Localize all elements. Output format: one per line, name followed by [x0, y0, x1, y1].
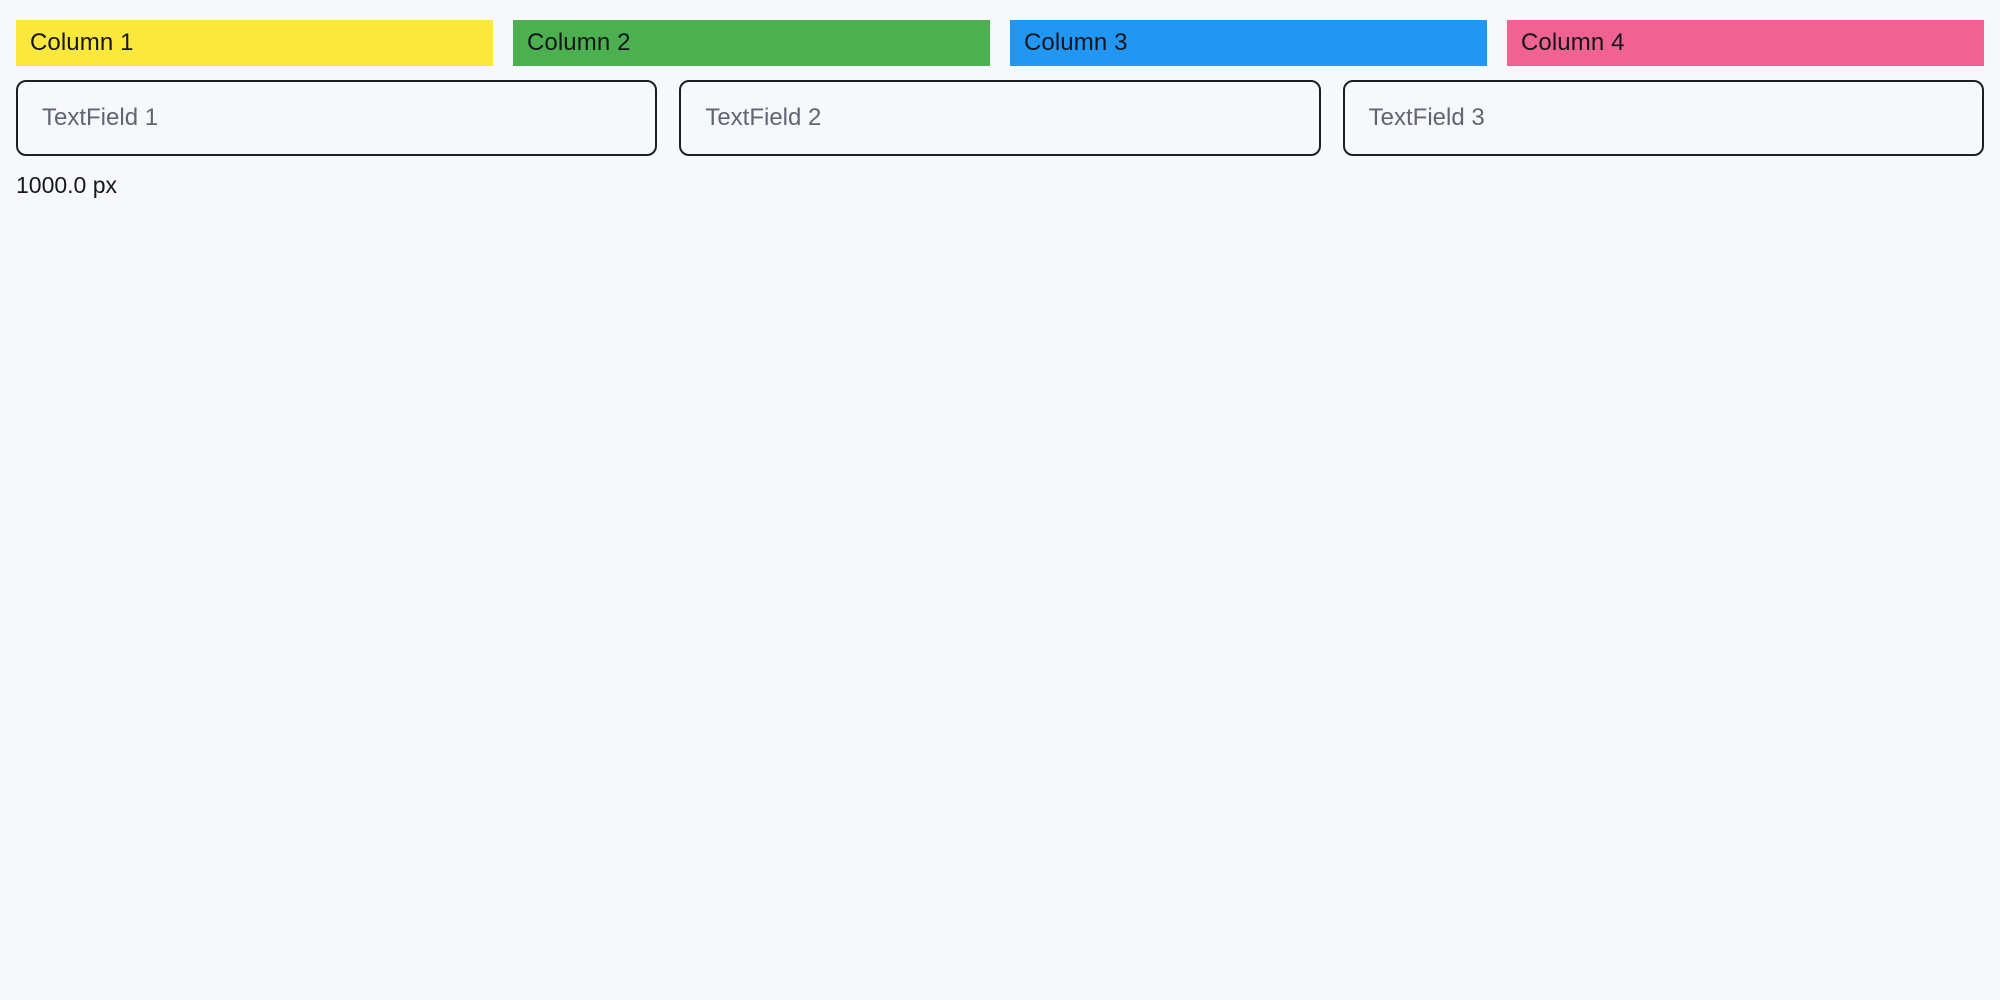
column-bar-3[interactable]: Column 3	[1010, 20, 1487, 66]
column-bar-label: Column 3	[1024, 29, 1128, 56]
column-bar-label: Column 4	[1521, 29, 1625, 56]
text-fields-row: TextField 1 TextField 2 TextField 3	[16, 80, 1984, 156]
columns-row: Column 1 Column 2 Column 3 Column 4	[16, 20, 1984, 66]
column-bar-4[interactable]: Column 4	[1507, 20, 1984, 66]
text-field-3[interactable]: TextField 3	[1342, 80, 1984, 156]
column-bar-label: Column 1	[30, 29, 134, 56]
text-field-placeholder: TextField 2	[705, 104, 822, 131]
size-readout-row: 1000.0 px	[16, 174, 1984, 198]
text-field-1[interactable]: TextField 1	[16, 80, 658, 156]
text-field-placeholder: TextField 3	[1368, 104, 1485, 131]
text-field-placeholder: TextField 1	[42, 104, 159, 131]
text-field-2[interactable]: TextField 2	[679, 80, 1321, 156]
size-readout-label: 1000.0 px	[16, 172, 118, 198]
column-bar-2[interactable]: Column 2	[513, 20, 990, 66]
column-bar-1[interactable]: Column 1	[16, 20, 493, 66]
column-bar-label: Column 2	[527, 29, 631, 56]
